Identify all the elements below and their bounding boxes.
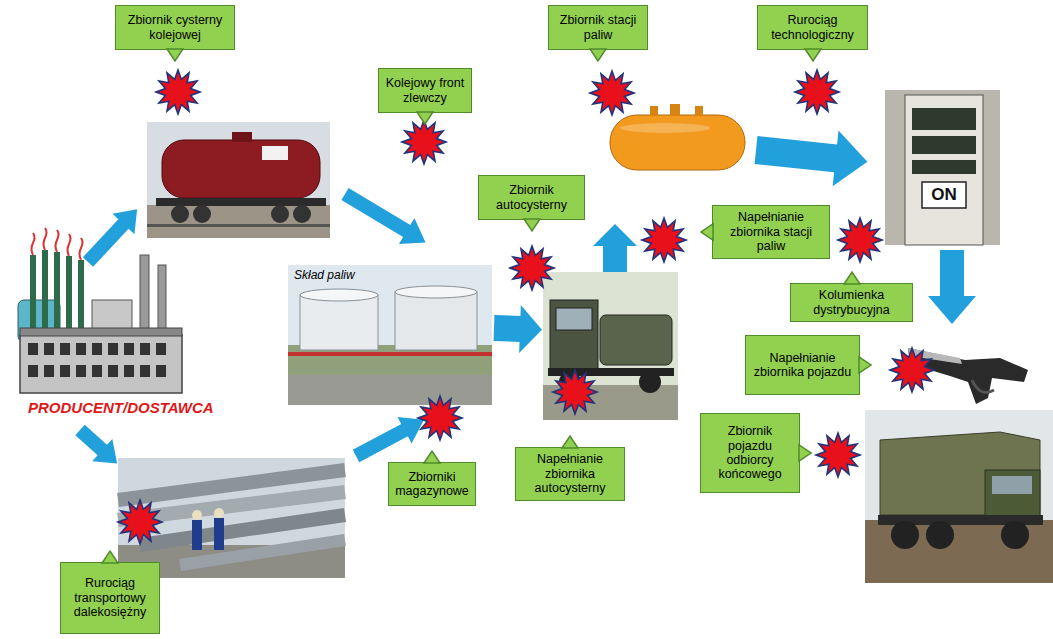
box-text: Napełnianie zbiornika stacji paliw — [718, 210, 824, 253]
box-text: Zbiornik stacji paliw — [554, 13, 642, 42]
military-truck-picture — [865, 410, 1053, 583]
box-text: Zbiornik cysterny kolejowej — [121, 13, 229, 42]
fuel-pump-picture — [885, 90, 1000, 245]
box-text: Kolumienka dystrybucyjna — [796, 288, 907, 317]
pointer-triangle — [423, 450, 441, 463]
label-box: Rurociąg transportowy dalekosiężny — [60, 562, 160, 634]
hazard-bursts — [118, 70, 934, 544]
pointer-triangle — [166, 49, 184, 62]
storage-tanks-picture — [288, 265, 492, 405]
pointer-triangle — [799, 444, 812, 462]
label-box: Kolumienka dystrybucyjna — [790, 283, 913, 322]
box-text: Zbiorniki magazynowe — [394, 470, 470, 499]
label-box: Zbiornik autocysterny — [478, 175, 585, 220]
producer-label: PRODUCENT/DOSTAWCA — [28, 399, 214, 416]
pipeline-picture — [118, 458, 345, 578]
label-box: Napełnianie zbiornika autocysterny — [515, 447, 625, 501]
flow-arrows — [70, 122, 976, 474]
station-tank-picture — [610, 104, 745, 170]
fuel-grade-label: ON — [922, 185, 966, 205]
box-text: Kolejowy front zlewczy — [384, 76, 466, 105]
label-box: Kolejowy front zlewczy — [378, 68, 472, 113]
label-box: Zbiornik stacji paliw — [548, 5, 648, 50]
pointer-triangle — [523, 219, 541, 232]
pointer-triangle — [700, 223, 713, 241]
pointer-triangle — [804, 49, 822, 62]
box-text: Napełnianie zbiornika pojazdu — [751, 351, 854, 380]
box-text: Zbiornik autocysterny — [484, 183, 579, 212]
pointer-triangle — [859, 356, 872, 374]
box-text: Zbiornik pojazdu odbiorcy końcowego — [706, 424, 794, 482]
tank-wagon-picture — [147, 122, 330, 238]
label-box: Napełnianie zbiornika pojazdu — [745, 335, 860, 395]
label-box: Rurociąg technologiczny — [757, 5, 868, 50]
box-text: Napełnianie zbiornika autocysterny — [521, 452, 619, 495]
tank-truck-picture — [543, 272, 678, 420]
pointer-triangle — [561, 435, 579, 448]
label-box: Zbiornik pojazdu odbiorcy końcowego — [700, 413, 800, 493]
pointer-triangle — [101, 550, 119, 563]
box-text: Rurociąg transportowy dalekosiężny — [66, 576, 154, 619]
photo-caption: Skład paliw — [294, 268, 355, 282]
pointer-triangle — [416, 112, 434, 125]
box-text: Rurociąg technologiczny — [763, 13, 862, 42]
pointer-triangle — [843, 271, 861, 284]
label-box: Zbiorniki magazynowe — [388, 462, 476, 506]
label-box: Napełnianie zbiornika stacji paliw — [712, 205, 830, 259]
pointer-triangle — [589, 49, 607, 62]
label-box: Zbiornik cysterny kolejowej — [115, 5, 235, 50]
